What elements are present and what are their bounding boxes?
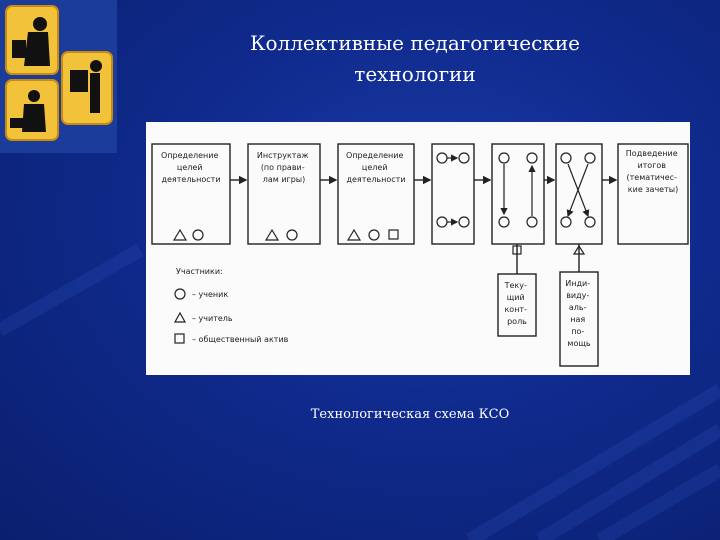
control-text: Теку- щий конт- роль bbox=[504, 281, 530, 326]
box1-text: Определение целей деятельности bbox=[161, 151, 221, 184]
box3-text: Определение целей деятельности bbox=[346, 151, 406, 184]
diagram-caption: Технологическая схема КСО bbox=[310, 407, 510, 422]
box6-text: Подведение итогов (тематичес- кие зачеты… bbox=[626, 149, 680, 194]
slide-title: Коллективные педагогические технологии bbox=[200, 28, 630, 90]
box-pairs-1 bbox=[431, 143, 475, 245]
box-summary bbox=[617, 143, 689, 245]
box2-text: Инструктаж (по прави- лам игры) bbox=[257, 151, 311, 184]
box-goal-setting-2 bbox=[337, 143, 415, 245]
legend-student: – ученик bbox=[192, 290, 228, 299]
clipart-students-icon bbox=[5, 5, 113, 141]
logo-panel bbox=[0, 0, 117, 153]
box-pairs-2 bbox=[491, 143, 545, 245]
legend-activists: – общественный актив bbox=[192, 335, 289, 344]
kso-scheme-diagram: Определение целей деятельности Инструкта… bbox=[146, 122, 690, 375]
title-line-2: технологии bbox=[354, 62, 476, 86]
box-instruction bbox=[247, 143, 321, 245]
help-text: Инди- виду- аль- ная по- мощь bbox=[565, 279, 592, 348]
title-line-1: Коллективные педагогические bbox=[249, 31, 581, 55]
box-goal-setting-1 bbox=[151, 143, 231, 245]
legend-title: Участники: bbox=[176, 267, 223, 276]
legend-teacher: – учитель bbox=[192, 314, 233, 323]
